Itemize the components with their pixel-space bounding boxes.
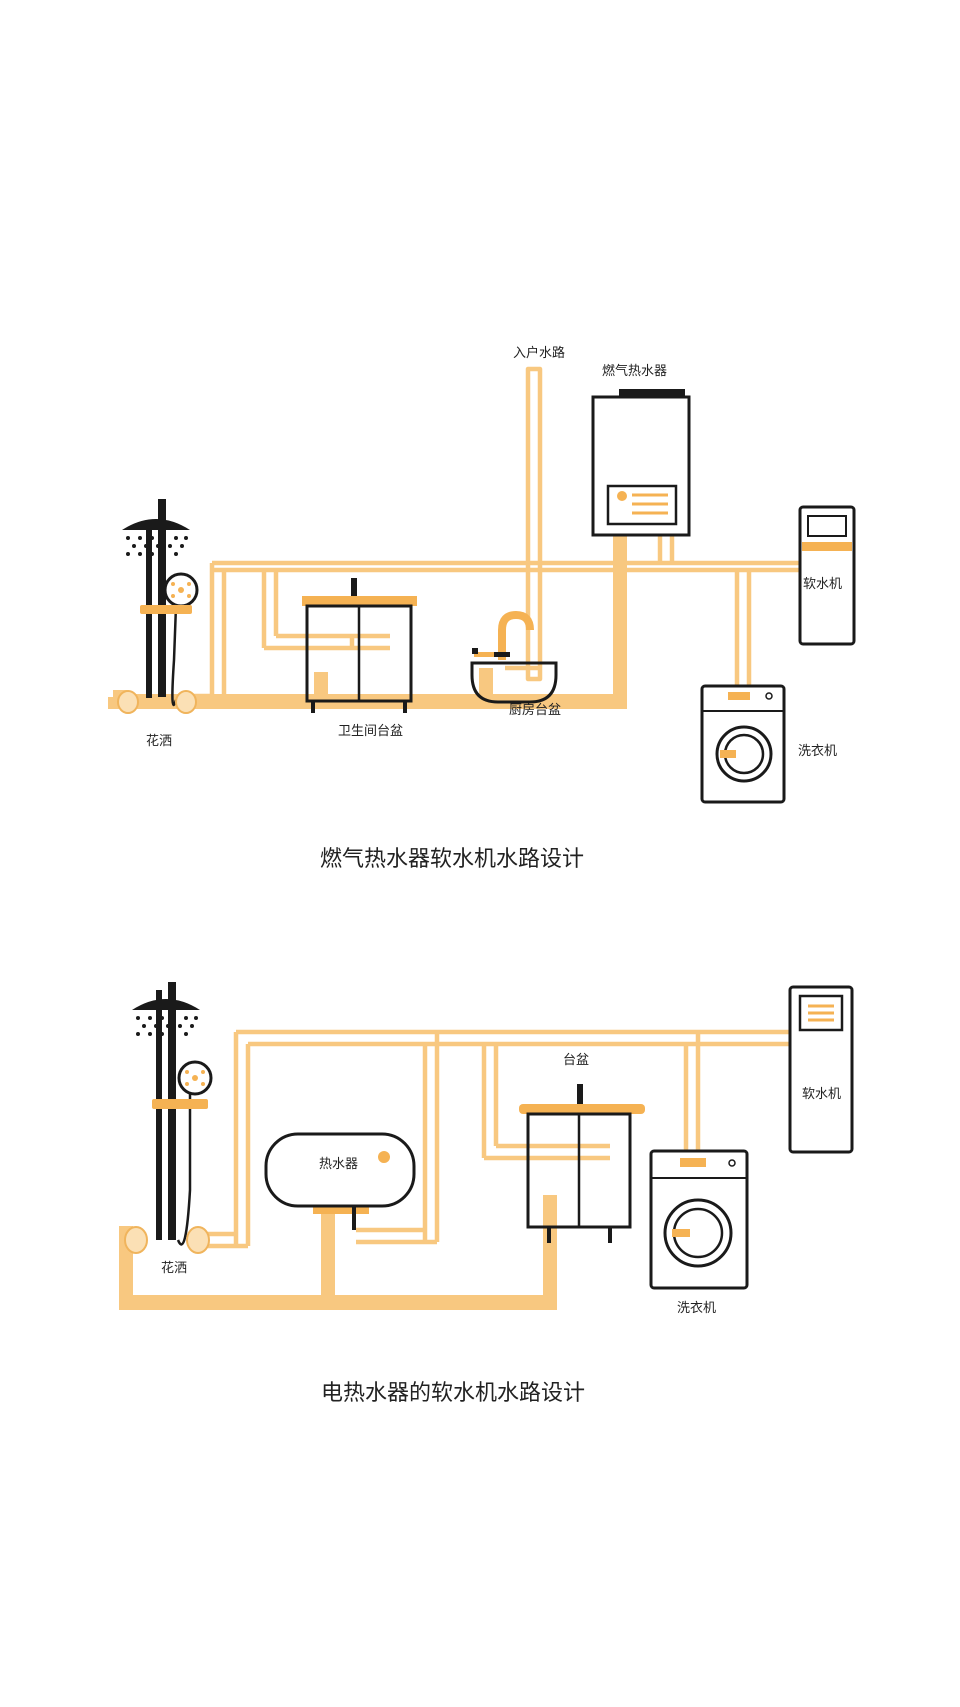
label-washer: 洗衣机 bbox=[798, 743, 837, 759]
kitchen-sink-icon bbox=[470, 610, 558, 704]
caption-diagram1: 燃气热水器软水机水路设计 bbox=[320, 847, 584, 872]
label-heater: 热水器 bbox=[319, 1157, 358, 1172]
washing-machine-icon bbox=[700, 684, 786, 804]
water-softener-icon bbox=[788, 985, 854, 1154]
label-shower: 花洒 bbox=[146, 733, 172, 749]
basin-cabinet-icon bbox=[302, 578, 417, 713]
label-shower: 花洒 bbox=[161, 1260, 187, 1276]
thin-pipes-2 bbox=[196, 1029, 790, 1249]
water-softener-icon bbox=[798, 505, 856, 646]
diagram-electric-heater: 台盆 软水机 热水器 花洒 洗衣机 电热水器的软水机水路设计 bbox=[119, 982, 854, 1406]
label-kitchen-basin: 厨房台盆 bbox=[509, 702, 561, 718]
washing-machine-icon bbox=[649, 1149, 749, 1290]
basin-cabinet-icon bbox=[519, 1084, 645, 1243]
main-pipes-2 bbox=[119, 1195, 557, 1310]
label-softener: 软水机 bbox=[802, 1087, 841, 1102]
shower-icon bbox=[117, 499, 199, 714]
diagram-gas-heater: 入户水路 燃气热水器 软水机 花洒 卫生间台盆 厨房台盆 洗衣机 燃气热水器软水… bbox=[108, 345, 856, 872]
label-basin: 台盆 bbox=[563, 1053, 589, 1068]
thin-pipes bbox=[180, 366, 800, 709]
caption-diagram2: 电热水器的软水机水路设计 bbox=[321, 1381, 585, 1406]
label-softener: 软水机 bbox=[803, 577, 842, 592]
label-washer: 洗衣机 bbox=[677, 1300, 716, 1316]
water-heater-icon bbox=[591, 389, 691, 537]
label-bathroom-basin: 卫生间台盆 bbox=[338, 724, 403, 739]
shower-icon bbox=[124, 982, 213, 1254]
water-heater-icon bbox=[264, 1132, 416, 1230]
main-pipes bbox=[108, 534, 627, 709]
label-gas-heater: 燃气热水器 bbox=[602, 363, 667, 379]
label-inlet: 入户水路 bbox=[513, 345, 565, 361]
